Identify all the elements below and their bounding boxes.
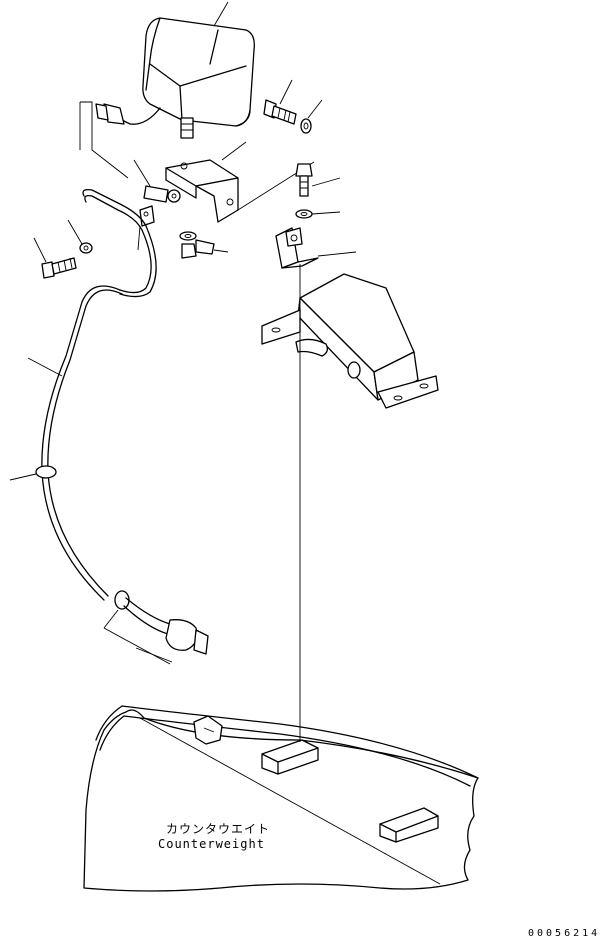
lamp-cable xyxy=(79,101,161,179)
lamp-bolt xyxy=(263,79,297,125)
work-lamp xyxy=(142,1,255,139)
mounting-stand xyxy=(261,273,439,409)
figure-number: 00056214 xyxy=(528,928,601,939)
counterweight xyxy=(83,705,479,892)
bolt xyxy=(33,237,77,279)
lamp-bracket xyxy=(165,141,315,223)
harness-clamp xyxy=(179,231,229,259)
washer xyxy=(300,99,323,134)
harness-bracket xyxy=(275,227,357,269)
wiring-harness xyxy=(9,188,209,665)
counterweight-label-jp: カウンタウエイト xyxy=(166,822,271,836)
bolt xyxy=(295,163,341,197)
harness-clamp xyxy=(133,159,181,203)
washer xyxy=(67,219,93,254)
counterweight-label-en: Counterweight xyxy=(158,837,265,851)
washer xyxy=(295,209,341,219)
